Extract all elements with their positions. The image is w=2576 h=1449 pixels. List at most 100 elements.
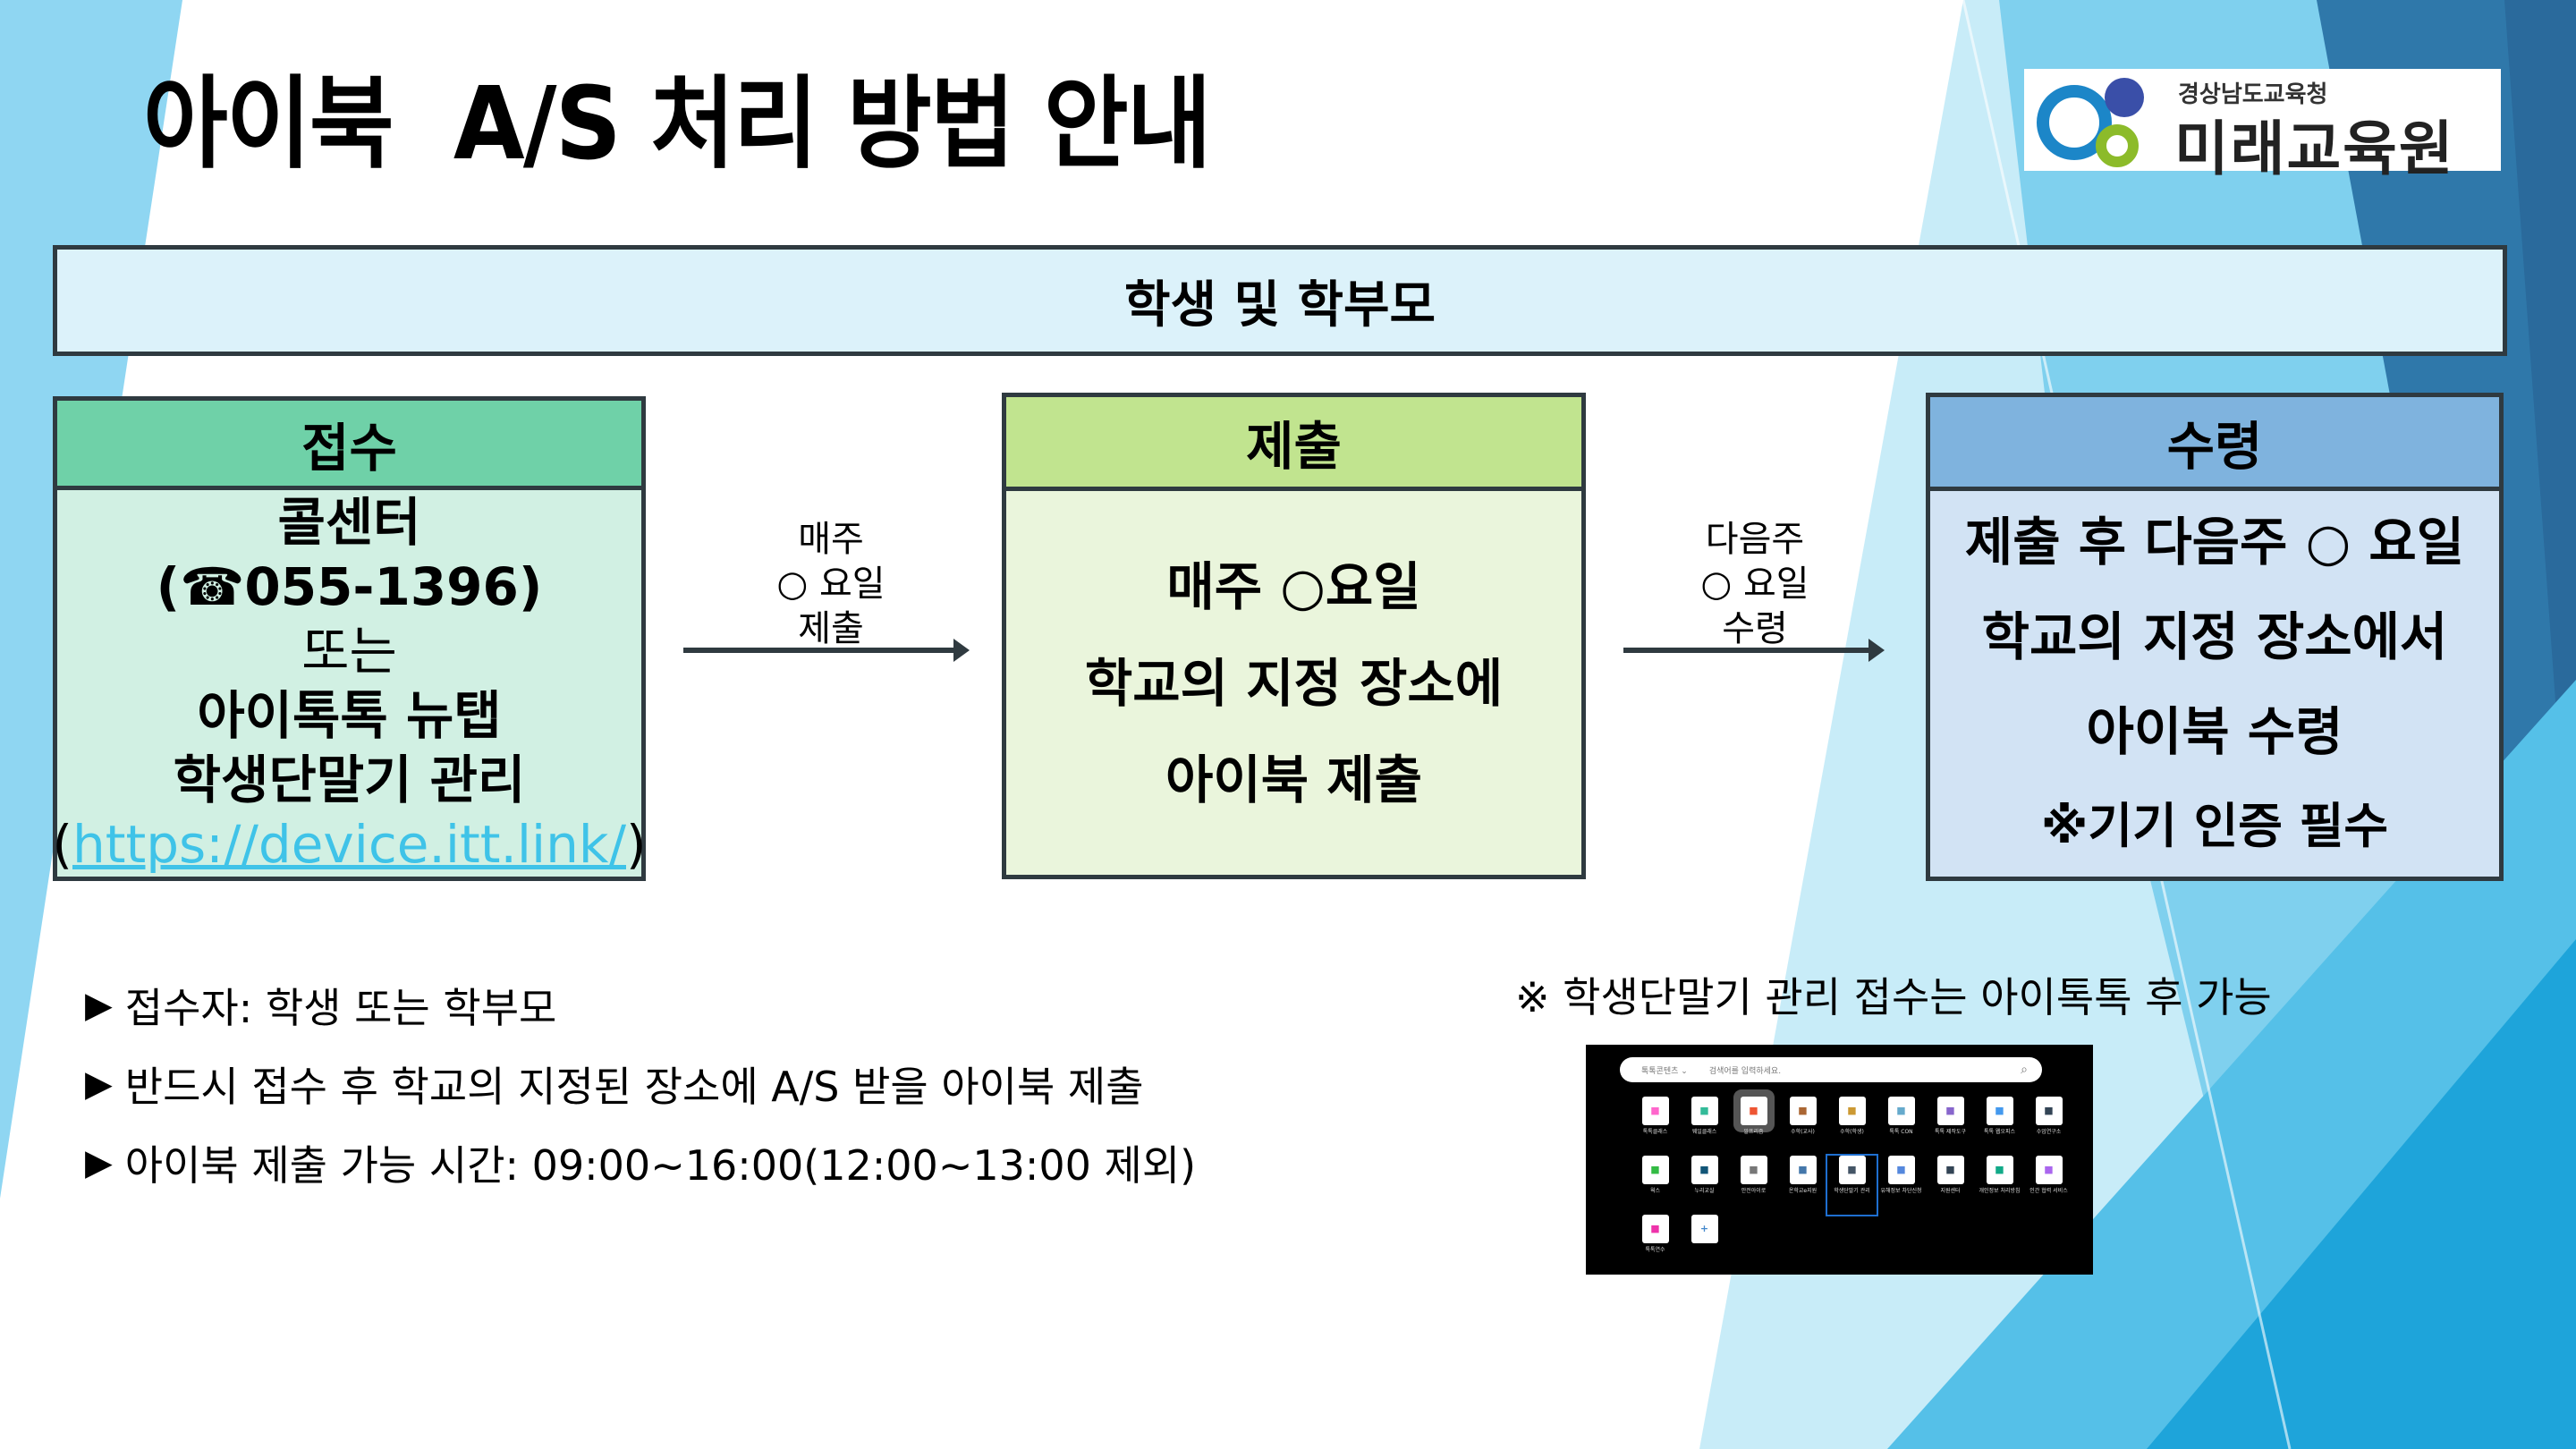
app-tile[interactable]: ■ 톡톡 제작도구: [1926, 1097, 1975, 1156]
app-icon: ■: [1986, 1156, 2013, 1184]
search-icon: ⌕: [2021, 1063, 2028, 1077]
app-label: 개인정보 처리방침: [1979, 1188, 2021, 1194]
step-line: 아이톡톡 뉴탭: [197, 685, 502, 746]
bullet-text: 아이북 제출 가능 시간: 09:00~16:00(12:00~13:00 제외…: [124, 1141, 1197, 1190]
app-icon: ■: [1936, 1097, 1964, 1125]
app-tile[interactable]: ■ 웨일클래스: [1680, 1097, 1729, 1156]
phone-number: (☎055-1396): [156, 556, 543, 617]
app-tile[interactable]: ■ 개인정보 처리방침: [1975, 1156, 2024, 1215]
step-header: 제출: [1006, 397, 1581, 491]
audience-banner: 학생 및 학부모: [53, 245, 2507, 356]
triangle-bullet-icon: ▶: [85, 1063, 113, 1105]
app-icon: ■: [1641, 1156, 1669, 1184]
app-tile[interactable]: ■ 지원센터: [1926, 1156, 1975, 1215]
app-icon: ■: [1690, 1097, 1718, 1125]
app-tile[interactable]: ■톡톡 웹오피스: [1975, 1097, 2024, 1156]
triangle-bullet-icon: ▶: [85, 1142, 113, 1183]
app-label: 수업연구소: [2036, 1129, 2062, 1135]
app-label: 온학교e지원: [1788, 1188, 1818, 1194]
bullet-text: 반드시 접수 후 학교의 지정된 장소에 A/S 받을 아이북 제출: [124, 1063, 1144, 1111]
app-tile[interactable]: ■ 유해정보 차단신청: [1877, 1156, 1926, 1215]
arrow-label-line: 제출: [798, 608, 864, 649]
app-icon: ■: [1986, 1097, 2013, 1125]
app-icon: ■: [1936, 1156, 1964, 1184]
app-tile[interactable]: ■ 수학(학생): [1827, 1097, 1877, 1156]
app-icon: +: [1690, 1215, 1718, 1243]
step-line: 제출 후 다음주 ○ 요일: [1964, 511, 2465, 572]
app-grid: ■톡톡클래스■웨일클래스■알프리즘■수학(교사)■수학(학생)■톡톡 CON■톡…: [1631, 1097, 2073, 1274]
app-icon: ■: [2035, 1156, 2063, 1184]
app-label: 웨일클래스: [1691, 1129, 1717, 1135]
app-label: 수학(학생): [1840, 1129, 1864, 1135]
step-submit: 제출 매주 ○요일 학교의 지정 장소에 아이북 제출: [1002, 393, 1586, 879]
app-label: 유해정보 차단신청: [1880, 1188, 1922, 1194]
app-label: 학생단말기 관리: [1834, 1188, 1870, 1194]
app-label: 지원센터: [1940, 1188, 1961, 1194]
app-icon: ■: [1690, 1156, 1718, 1184]
step-line: 아이북 제출: [1165, 749, 1422, 810]
arrow-label-submit: 매주 ○ 요일 제출: [724, 517, 938, 651]
app-tile[interactable]: ■ 톡톡 CON: [1877, 1097, 1926, 1156]
paren: ): [626, 814, 647, 875]
itoktok-newtab-screenshot: 톡톡콘텐츠 ⌄ 검색어를 입력하세요. ⌕ ■톡톡클래스■웨일클래스■알프리즘■…: [1586, 1045, 2093, 1275]
app-label: 톡톡 CON: [1889, 1129, 1913, 1135]
app-label: 수학(교사): [1791, 1129, 1815, 1135]
step-header: 수령: [1930, 397, 2499, 491]
app-icon: ■: [1838, 1156, 1866, 1184]
bullet-list: ▶ 접수자: 학생 또는 학부모 ▶ 반드시 접수 후 학교의 지정된 장소에 A/…: [85, 966, 1196, 1202]
app-icon: ■: [1641, 1215, 1669, 1243]
app-tile[interactable]: ■누리교실: [1680, 1156, 1729, 1215]
bullet-item: ▶ 접수자: 학생 또는 학부모: [85, 966, 1196, 1045]
app-label: 인간 협력 서비스: [2029, 1188, 2068, 1194]
app-icon: ■: [1740, 1156, 1767, 1184]
arrow-label-line: 다음주: [1705, 519, 1805, 560]
arrow-label-pickup: 다음주 ○ 요일 수령: [1648, 517, 1862, 651]
app-tile[interactable]: ■ 안전아이로: [1729, 1156, 1778, 1215]
app-label: 톡톡 제작도구: [1934, 1129, 1967, 1135]
app-tile[interactable]: ■ 톡톡연수: [1631, 1215, 1680, 1274]
app-tile[interactable]: ■ 학생단말기 관리: [1826, 1154, 1878, 1216]
app-icon: ■: [1887, 1156, 1915, 1184]
app-tile[interactable]: ■수업연구소: [2024, 1097, 2073, 1156]
note-text: ※ 학생단말기 관리 접수는 아이톡톡 후 가능: [1515, 973, 2272, 1021]
arrow-label-line: 매주: [798, 519, 864, 560]
step-line: 아이북 수령: [2086, 700, 2343, 762]
device-link[interactable]: https://device.itt.link/: [72, 814, 626, 875]
step-header: 접수: [57, 401, 641, 490]
step-receive: 접수 콜센터 (☎055-1396) 또는 아이톡톡 뉴탭 학생단말기 관리 (…: [52, 396, 647, 881]
app-icon: ■: [1641, 1097, 1669, 1125]
search-bar: 톡톡콘텐츠 ⌄ 검색어를 입력하세요. ⌕: [1620, 1057, 2042, 1082]
step-line: 매주 ○요일: [1166, 555, 1421, 617]
app-label: 톡톡연수: [1645, 1247, 1665, 1253]
logo-title: 미래교육원: [2174, 114, 2455, 183]
arrow-right-icon: [1623, 639, 1885, 662]
page-title: 아이북 A/S 처리 방법 안내: [143, 66, 1212, 182]
step-line: 학교의 지정 장소에: [1084, 652, 1504, 714]
app-icon: ■: [1887, 1097, 1915, 1125]
bullet-text: 접수자: 학생 또는 학부모: [124, 984, 557, 1032]
arrow-label-line: 수령: [1722, 608, 1788, 649]
app-tile[interactable]: +: [1680, 1215, 1729, 1274]
app-tile[interactable]: ■톡톡클래스: [1631, 1097, 1680, 1156]
app-tile[interactable]: ■온학교e지원: [1778, 1156, 1827, 1215]
app-tile[interactable]: ■ 인간 협력 서비스: [2024, 1156, 2073, 1215]
arrow-right-icon: [683, 639, 970, 662]
app-label: 웍스: [1649, 1188, 1661, 1194]
step-line: 또는: [301, 621, 397, 682]
triangle-bullet-icon: ▶: [85, 985, 113, 1026]
app-icon: ■: [1838, 1097, 1866, 1125]
bullet-item: ▶ 반드시 접수 후 학교의 지정된 장소에 A/S 받을 아이북 제출: [85, 1045, 1196, 1123]
app-icon: ■: [1789, 1097, 1817, 1125]
app-tile[interactable]: ■ 수학(교사): [1778, 1097, 1827, 1156]
logo-subtitle: 경상남도교육청: [2178, 81, 2328, 108]
step-line: ※기기 인증 필수: [2040, 797, 2389, 854]
paren: (: [52, 814, 72, 875]
app-icon: ■: [1740, 1097, 1767, 1125]
app-label: 안전아이로: [1741, 1188, 1767, 1194]
app-tile[interactable]: ■ 웍스: [1631, 1156, 1680, 1215]
logo: 경상남도교육청 미래교육원: [2024, 69, 2501, 183]
step-line: 학생단말기 관리: [173, 750, 526, 810]
arrow-label-line: ○ 요일: [776, 564, 886, 605]
logo-circle-green-icon: [2096, 124, 2139, 167]
app-tile[interactable]: ■알프리즘: [1729, 1097, 1778, 1156]
